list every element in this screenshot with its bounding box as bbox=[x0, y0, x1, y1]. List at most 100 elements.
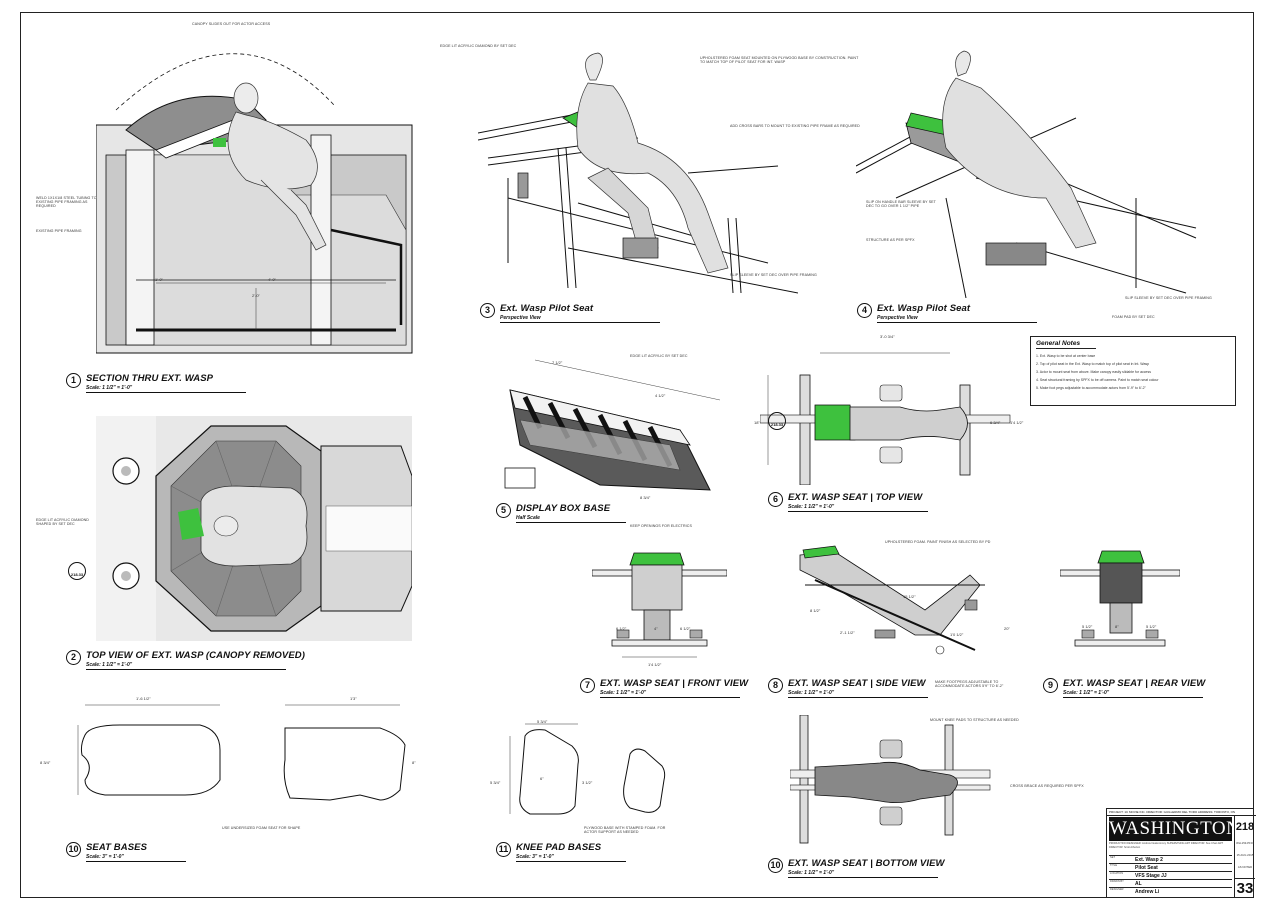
seat-rear-drawing bbox=[1060, 550, 1180, 647]
view-6-top bbox=[760, 345, 1020, 485]
stage: VFS Stage JJ bbox=[1135, 873, 1167, 879]
seat-side-drawing bbox=[799, 545, 985, 655]
plywood-note: PLYWOOD BASE WITH STAMPED FOAM. FOR ACTO… bbox=[584, 826, 666, 834]
dim-kp-3: 6" bbox=[540, 776, 544, 781]
dim-rear-3: 5 1/2" bbox=[1146, 624, 1157, 629]
weld-note: WELD 1X1X1/8 STEEL TUBING TO EXISTING PI… bbox=[36, 196, 97, 208]
view-scale: Scale: 1 1/2" = 1'-0" bbox=[788, 870, 835, 876]
dim-front-3: 6 1/2" bbox=[680, 626, 691, 631]
view-scale: Perspective View bbox=[500, 315, 541, 321]
sheet-number: 218 bbox=[1235, 821, 1255, 833]
title-block: PROJECT: 1C MOVIE INC. DIRECTOR: GUILLER… bbox=[1106, 808, 1256, 898]
knee-pad-mount-note: MOUNT KNEE PADS TO STRUCTURE AS NEEDED bbox=[930, 718, 1019, 722]
dim-side-1: 8 1/2" bbox=[810, 608, 821, 613]
canopy-note: CANOPY SLIDES OUT FOR ACTOR ACCESS bbox=[192, 22, 271, 26]
view-name: SECTION THRU EXT. WASP bbox=[86, 373, 214, 384]
section-drawing bbox=[96, 53, 413, 354]
view-number: 4 bbox=[857, 303, 872, 318]
cross-bar-note: ADD CROSS BARS TO MOUNT TO EXISTING PIPE… bbox=[730, 124, 860, 128]
view-5-display-box bbox=[480, 350, 740, 500]
view-scale: Scale: 1 1/2" = 1'-0" bbox=[86, 385, 133, 391]
perspective-drawing-3 bbox=[478, 52, 798, 294]
dim-box-2: 4 1/2" bbox=[655, 393, 666, 398]
drawing-code: WH-153-PF01 bbox=[1236, 841, 1254, 845]
dim-kp-1: 5 3/4" bbox=[537, 719, 548, 724]
upholstery-note: UPHOLSTERED FOAM SEAT MOUNTED ON PLYWOOD… bbox=[700, 56, 859, 64]
note-item: 4. Seat structural framing by SPFX to be… bbox=[1036, 378, 1159, 382]
view-8-side bbox=[775, 540, 1020, 670]
view-9-rear bbox=[1060, 545, 1180, 670]
view-number: 8 bbox=[768, 678, 783, 693]
row-title: TITLE Pilot Seat bbox=[1109, 863, 1232, 872]
row-drawn: DESIGNER Andrew Li bbox=[1109, 887, 1232, 898]
dim-kp-2: 5 3/4" bbox=[490, 780, 501, 785]
dim-c: 2'-0" bbox=[252, 293, 260, 298]
view-scale: Scale: 1 1/2" = 1'-0" bbox=[788, 504, 835, 510]
view-scale: Scale: 1 1/2" = 1'-0" bbox=[788, 690, 835, 696]
acrylic-note-5: EDGE LIT ACRYLIC BY SET DEC bbox=[630, 354, 688, 358]
view-name: DISPLAY BOX BASE bbox=[516, 503, 611, 514]
row-stage: LOCATION VFS Stage JJ bbox=[1109, 871, 1232, 880]
view-number: 3 bbox=[480, 303, 495, 318]
view-number: 10 bbox=[66, 842, 81, 857]
view-name: SEAT BASES bbox=[86, 842, 148, 853]
drawn-by: Andrew Li bbox=[1135, 889, 1160, 895]
acrylic-note-3: EDGE LIT ACRYLIC DIAMOND BY SET DEC bbox=[440, 44, 517, 48]
view-scale: Scale: 1 1/2" = 1'-0" bbox=[86, 662, 133, 668]
dim-side-5: 20" bbox=[1004, 626, 1010, 631]
view-name: TOP VIEW OF EXT. WASP (CANOPY REMOVED) bbox=[86, 650, 305, 661]
sheet-border bbox=[20, 12, 1254, 898]
notes-title: General Notes bbox=[1036, 340, 1096, 349]
view-4-perspective bbox=[856, 48, 1201, 298]
dim-sb-4: 8" bbox=[412, 760, 416, 765]
dim-front-2: 4" bbox=[654, 626, 658, 631]
row-set: SET Ext. Wasp 2 bbox=[1109, 855, 1232, 864]
view-scale: Half Scale bbox=[516, 515, 540, 521]
foam-finish-note: UPHOLSTERED FOAM. PAINT FINISH AS SELECT… bbox=[885, 540, 991, 544]
dim-b2: 6 3/4" bbox=[990, 420, 1001, 425]
openings-note: KEEP OPENINGS FOR ELECTRICS bbox=[630, 524, 692, 528]
dim-rear-1: 5 1/2" bbox=[1082, 624, 1093, 629]
seat-top-drawing bbox=[760, 352, 1011, 485]
view-scale: Perspective View bbox=[877, 315, 918, 321]
credits: PRODUCTION DESIGNER: Andrew Neskoromny S… bbox=[1109, 842, 1224, 849]
dim-kp-4: 3 1/2" bbox=[582, 780, 593, 785]
dim-side-3: 15 1/2" bbox=[903, 594, 916, 599]
view-10-seat-bases bbox=[60, 700, 410, 810]
dim-sb-2: 1'3" bbox=[350, 696, 357, 701]
dim-c2: 1'4 1/2" bbox=[1010, 420, 1024, 425]
dim-sb-3: 8 3/4" bbox=[40, 760, 51, 765]
view-name: EXT. WASP SEAT | FRONT VIEW bbox=[600, 678, 749, 689]
page-number: 33 bbox=[1235, 878, 1255, 897]
view-scale: Scale: 1 1/2" = 1'-0" bbox=[600, 690, 647, 696]
handle-bar-note: SLIP ON HANDLE BAR SLEEVE BY SET DEC TO … bbox=[866, 200, 936, 208]
view-7-front bbox=[592, 545, 727, 675]
drawing-title: Pilot Seat bbox=[1135, 865, 1158, 871]
drawing-scale: AS NOTED bbox=[1237, 865, 1253, 869]
display-box-drawing bbox=[504, 359, 721, 491]
view-number: 7 bbox=[580, 678, 595, 693]
view-name: EXT. WASP SEAT | REAR VIEW bbox=[1063, 678, 1206, 689]
row-initials: DRAWN BY AL bbox=[1109, 879, 1232, 888]
view-number: 6 bbox=[768, 492, 783, 507]
dim-box-1: 7 1/2" bbox=[552, 360, 563, 365]
dim-front-4: 1'4 1/2" bbox=[648, 662, 662, 667]
top-view-drawing bbox=[96, 416, 412, 641]
cross-brace-note: CROSS BRACE AS REQUIRED PER SPFX bbox=[1010, 784, 1084, 788]
view-3-perspective bbox=[478, 48, 798, 298]
view-number: 10 bbox=[768, 858, 783, 873]
view-scale: Scale: 3" = 1'-0" bbox=[86, 854, 124, 860]
drawing-date: 15 AUG 2015 bbox=[1236, 853, 1254, 857]
dim-side-2: 2'-1 1/2" bbox=[840, 630, 855, 635]
view-bottom bbox=[790, 715, 995, 845]
slip-sleeve-note-3: SLIP SLEEVE BY SET DEC OVER PIPE FRAMING bbox=[730, 273, 817, 277]
set-name: Ext. Wasp 2 bbox=[1135, 857, 1163, 863]
note-item: 3. Actor to mount seat from above. Make … bbox=[1036, 370, 1151, 374]
